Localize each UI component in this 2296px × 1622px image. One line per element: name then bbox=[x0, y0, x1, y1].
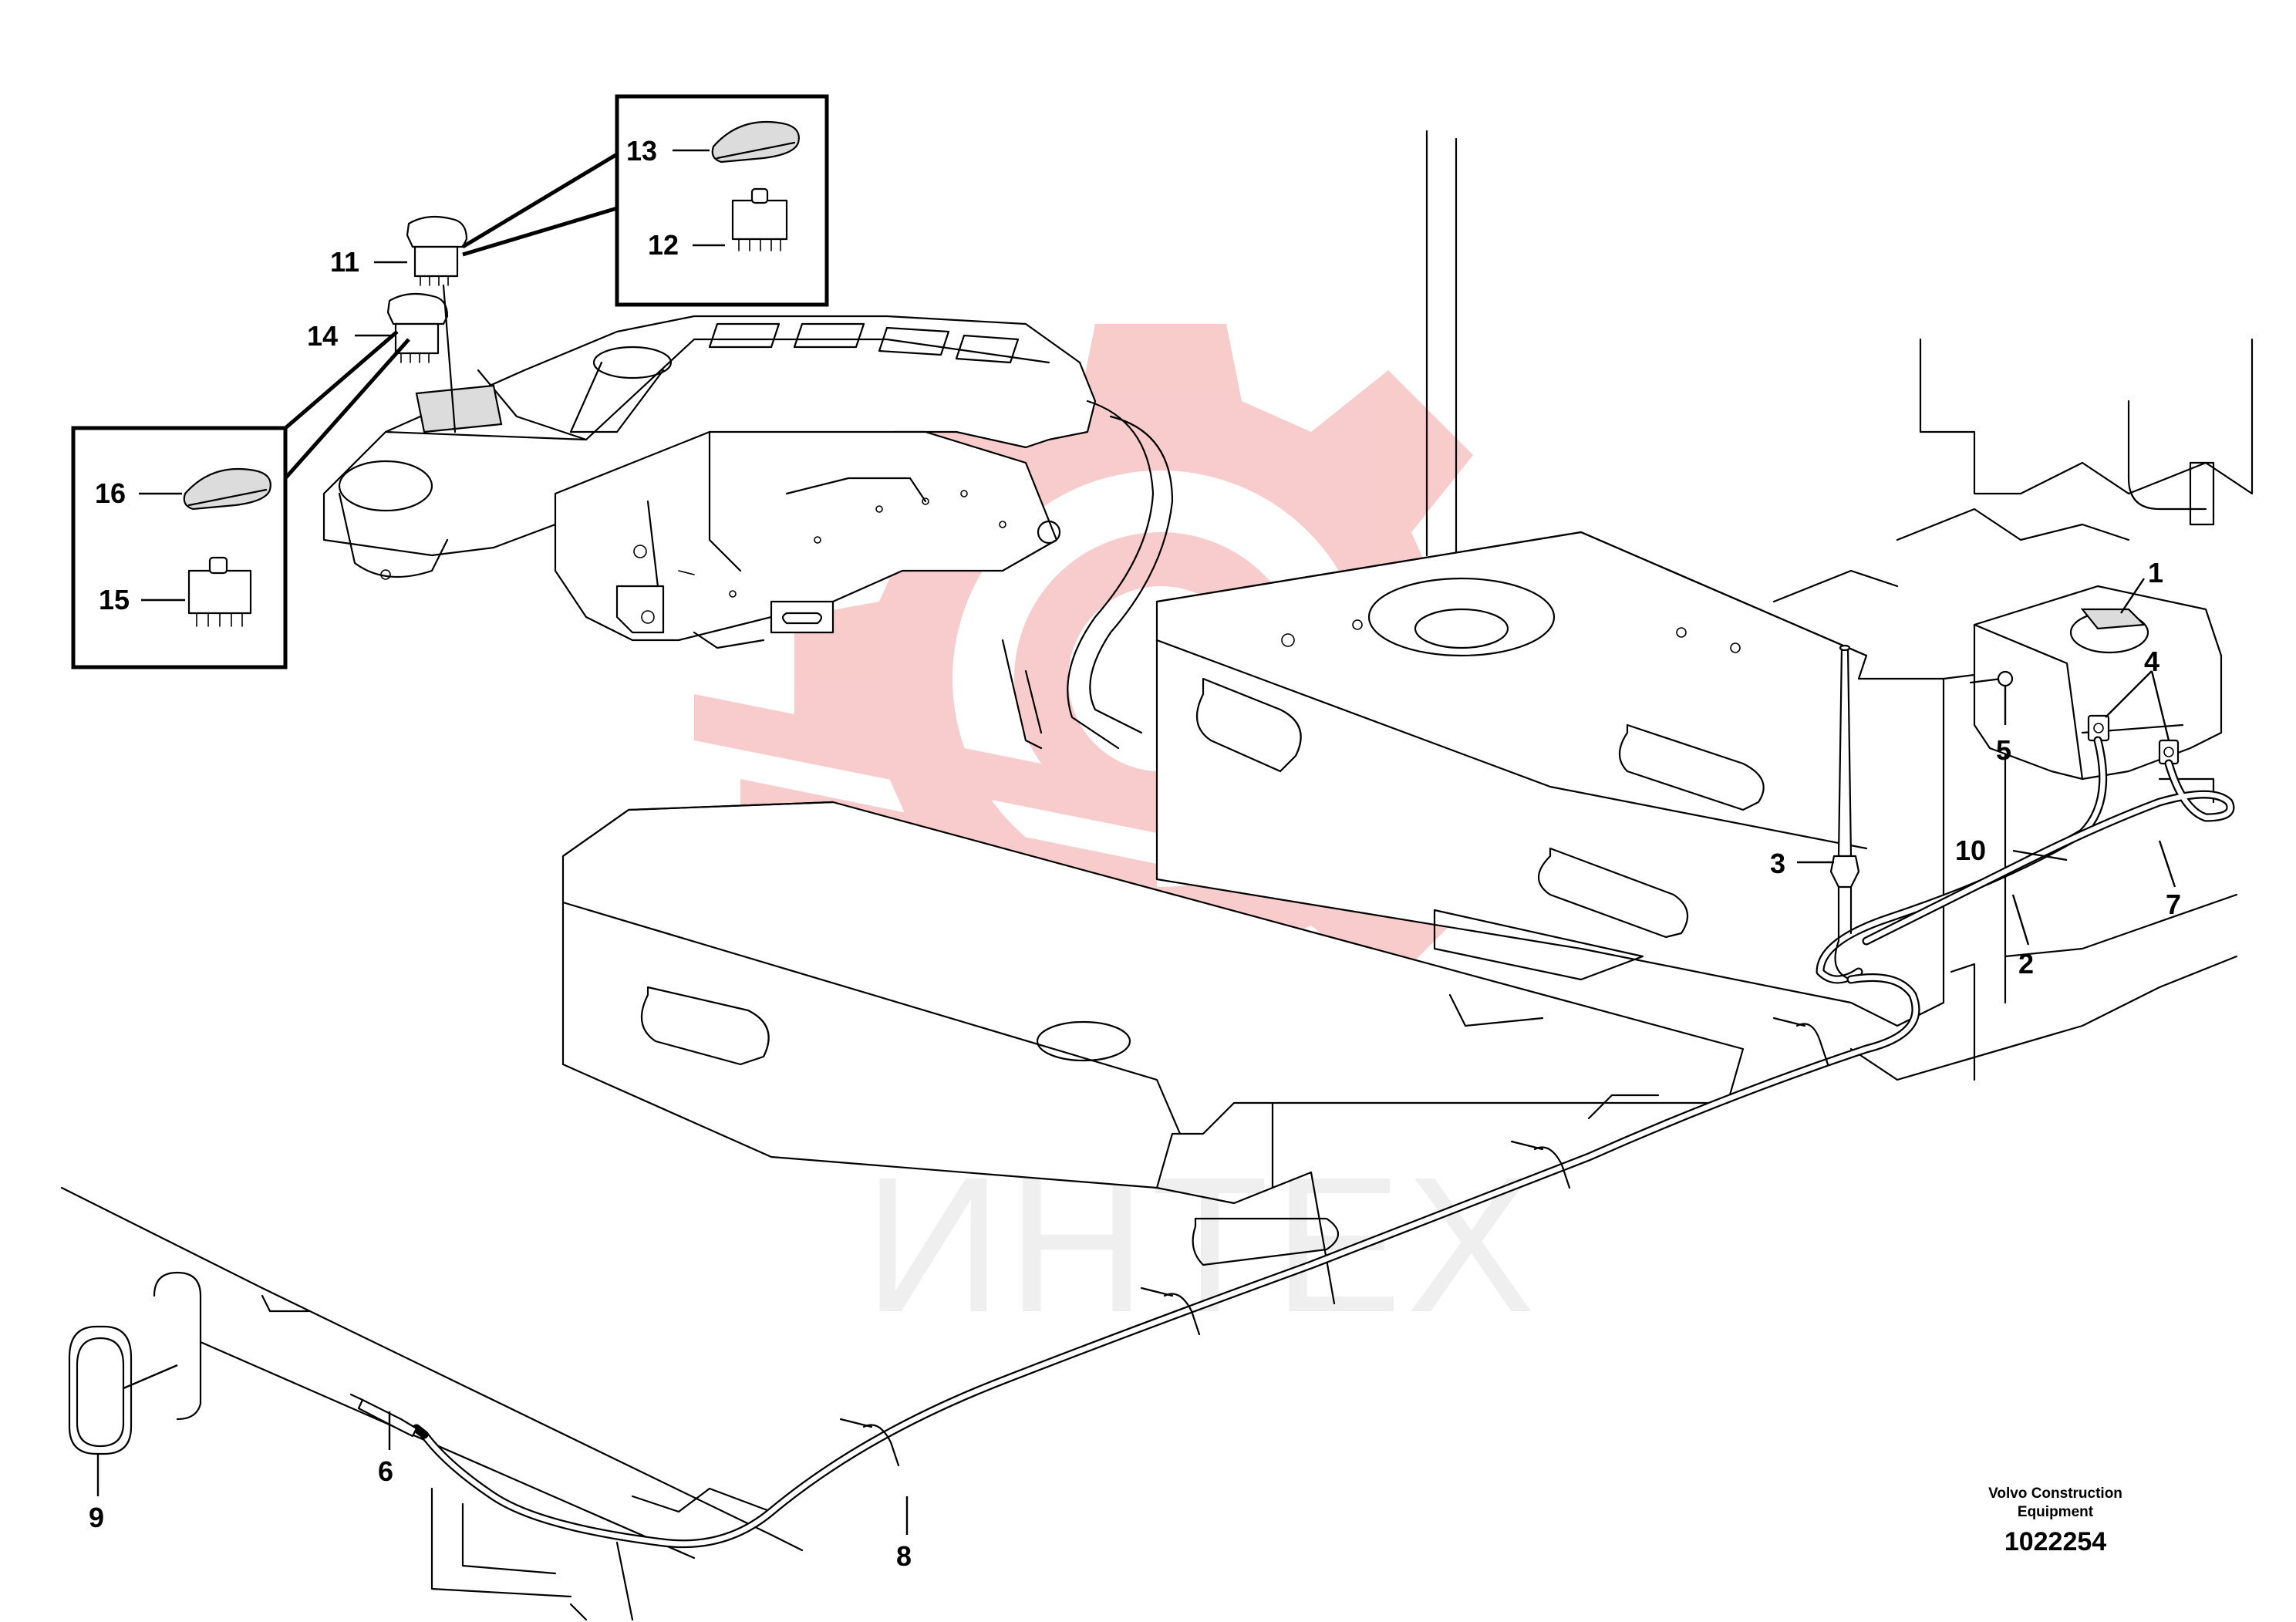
credit-line-1: Volvo Construction bbox=[1988, 1485, 2122, 1502]
callout-5: 5 bbox=[1996, 734, 2011, 766]
callout-12: 12 bbox=[648, 229, 679, 261]
lower-frame bbox=[60, 1186, 804, 1621]
middle-frame bbox=[561, 801, 1745, 1305]
detail-box-top bbox=[461, 94, 829, 307]
switch-11-guide bbox=[442, 284, 457, 433]
callout-8: 8 bbox=[896, 1540, 912, 1572]
callout-labels: 1 4 5 3 10 7 2 6 8 9 11 14 13 12 16 15 bbox=[89, 135, 2181, 1572]
control-console bbox=[322, 315, 1097, 649]
callout-leaders bbox=[96, 149, 2176, 1535]
upper-frame bbox=[1155, 531, 2238, 1081]
callout-1: 1 bbox=[2148, 557, 2163, 588]
callout-4: 4 bbox=[2144, 646, 2159, 677]
callout-2: 2 bbox=[2018, 948, 2034, 980]
washer-tank bbox=[1973, 585, 2223, 804]
callout-10: 10 bbox=[1955, 835, 1986, 866]
detail-box-bottom bbox=[71, 330, 410, 669]
main-harness bbox=[412, 973, 1920, 1549]
grommet-9 bbox=[68, 1271, 202, 1455]
screw-5 bbox=[1969, 670, 2014, 687]
callout-6: 6 bbox=[378, 1455, 393, 1487]
cab-frame-right bbox=[1772, 338, 2254, 603]
plug-6 bbox=[349, 1393, 418, 1438]
callout-11: 11 bbox=[330, 246, 359, 278]
console-cable bbox=[1001, 400, 1174, 750]
washer-hoses bbox=[1816, 736, 2235, 984]
callout-9: 9 bbox=[89, 1502, 104, 1533]
vertical-pipe bbox=[1425, 130, 1458, 557]
callout-15: 15 bbox=[99, 584, 130, 615]
credit-block: Volvo Construction Equipment 1022254 bbox=[1988, 1485, 2122, 1556]
callout-3: 3 bbox=[1770, 848, 1785, 879]
callout-13: 13 bbox=[626, 135, 657, 167]
callout-16: 16 bbox=[95, 477, 126, 509]
credit-line-2: Equipment bbox=[2018, 1504, 2094, 1520]
part-number: 1022254 bbox=[2004, 1527, 2106, 1556]
callout-14: 14 bbox=[307, 320, 338, 352]
switch-11 bbox=[406, 215, 468, 286]
level-sensor bbox=[1829, 644, 1860, 981]
callout-7: 7 bbox=[2166, 889, 2181, 920]
